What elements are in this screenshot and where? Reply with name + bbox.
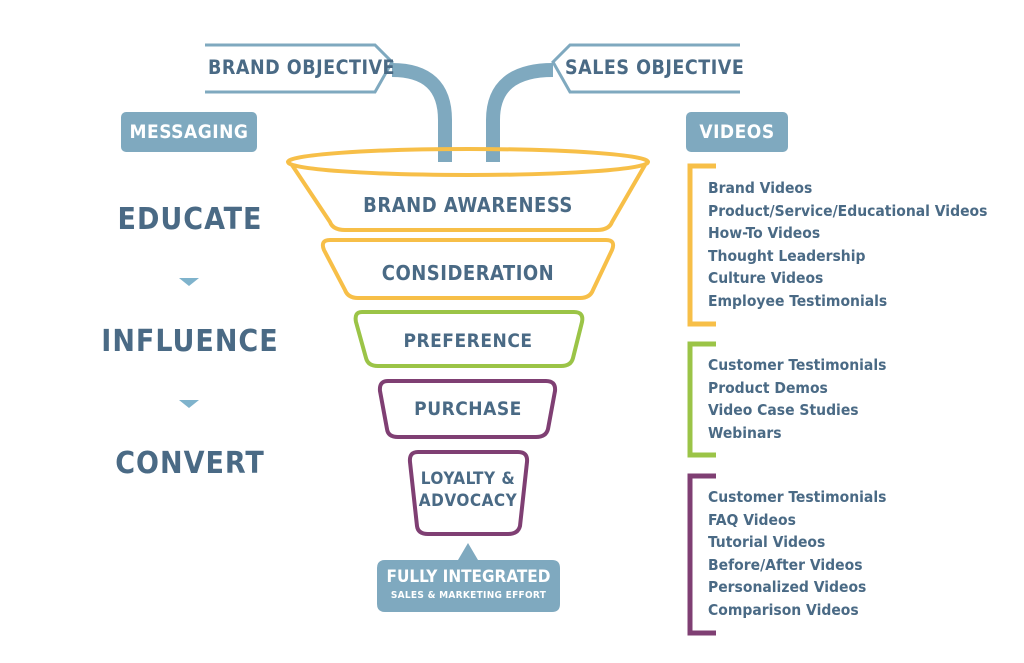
list-item: Thought Leadership — [708, 246, 866, 265]
chevron-down-icon — [179, 278, 199, 286]
list-item: Product Demos — [708, 378, 828, 397]
messaging-header: MESSAGING — [121, 112, 257, 152]
stage-label-loyalty: LOYALTY & ADVOCACY — [0, 468, 980, 512]
video-bracket-green — [687, 341, 716, 458]
brand-objective-pipe — [391, 63, 452, 162]
list-item: Webinars — [708, 423, 782, 442]
stage-label-loyalty-line1: LOYALTY & — [420, 469, 516, 489]
list-item: Product/Service/Educational Videos — [708, 201, 988, 220]
list-item: Tutorial Videos — [708, 533, 826, 551]
list-item: Culture Videos — [708, 269, 824, 287]
list-item: Comparison Videos — [708, 600, 859, 619]
message-educate: EDUCATE — [117, 202, 263, 237]
stage-label-brand-awareness: BRAND AWARENESS — [363, 193, 573, 217]
brand-objective-outline — [205, 43, 394, 94]
funnel-stage-purchase — [377, 379, 558, 439]
stage-label-loyalty-line2: ADVOCACY — [418, 491, 518, 511]
list-item: FAQ Videos — [708, 510, 796, 529]
list-item: Brand Videos — [708, 179, 813, 197]
funnel-stage-brand-awareness — [286, 147, 650, 232]
footer-subtitle: SALES & MARKETING EFFORT — [390, 590, 547, 601]
sales-objective-outline — [551, 43, 740, 94]
video-group-preference: Customer Testimonials Product Demos Vide… — [708, 354, 886, 444]
list-item: Video Case Studies — [708, 401, 859, 419]
stage-label-preference: PREFERENCE — [403, 330, 533, 352]
list-item: Customer Testimonials — [708, 356, 887, 374]
list-item: Employee Testimonials — [708, 291, 888, 310]
list-item: Personalized Videos — [708, 578, 867, 596]
list-item: Before/After Videos — [708, 555, 863, 574]
video-group-awareness: Brand Videos Product/Service/Educational… — [708, 177, 987, 312]
message-convert: CONVERT — [115, 446, 265, 481]
video-group-purchase: Customer Testimonials FAQ Videos Tutoria… — [708, 486, 886, 621]
list-item: Customer Testimonials — [708, 488, 887, 506]
footer-title: FULLY INTEGRATED — [386, 567, 551, 587]
stage-label-consideration: CONSIDERATION — [381, 261, 555, 285]
fully-integrated-callout — [377, 543, 560, 612]
video-bracket-purple — [687, 473, 716, 636]
sales-objective-label: SALES OBJECTIVE — [565, 56, 745, 79]
videos-header: VIDEOS — [686, 112, 788, 152]
list-item: How-To Videos — [708, 224, 821, 242]
sales-objective-pipe — [486, 63, 554, 162]
video-bracket-yellow — [687, 163, 716, 327]
chevron-down-icon — [179, 400, 199, 408]
funnel-stage-consideration — [320, 238, 616, 300]
brand-objective-label: BRAND OBJECTIVE — [208, 56, 396, 79]
stage-label-purchase: PURCHASE — [414, 398, 522, 420]
message-influence: INFLUENCE — [101, 324, 279, 359]
funnel-stage-preference — [353, 310, 585, 368]
funnel-stage-loyalty — [407, 450, 530, 536]
